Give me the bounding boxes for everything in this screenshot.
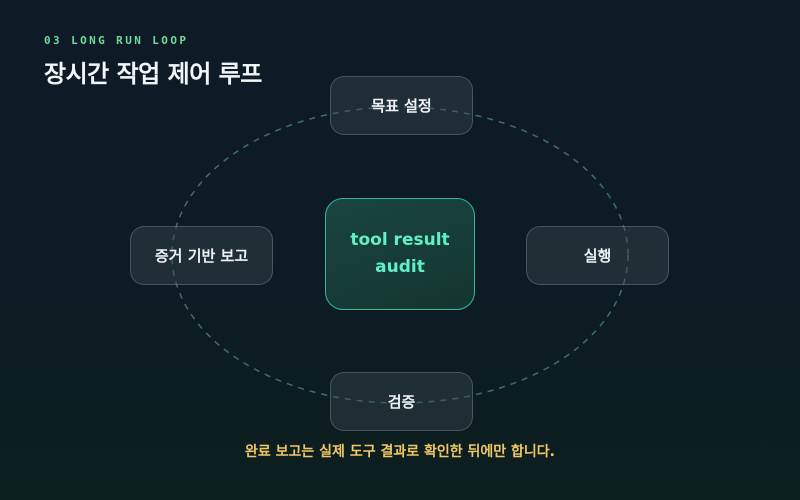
node-evidence-report: 증거 기반 보고 [130,226,273,285]
node-verification: 검증 [330,372,473,431]
center-audit-node: tool result audit [325,198,475,310]
center-audit-line1: tool result [350,230,450,250]
center-audit-line2: audit [375,257,425,277]
node-execution: 실행 [526,226,669,285]
node-verification-label: 검증 [387,393,416,411]
footer-caption: 완료 보고는 실제 도구 결과로 확인한 뒤에만 합니다. [245,444,555,460]
node-execution-label: 실행 [583,247,612,265]
node-evidence-report-label: 증거 기반 보고 [154,247,249,265]
page-title: 장시간 작업 제어 루프 [44,60,262,88]
section-eyebrow: 03 LONG RUN LOOP [44,34,189,47]
node-goal-setting-label: 목표 설정 [371,97,432,115]
node-goal-setting: 목표 설정 [330,76,473,135]
